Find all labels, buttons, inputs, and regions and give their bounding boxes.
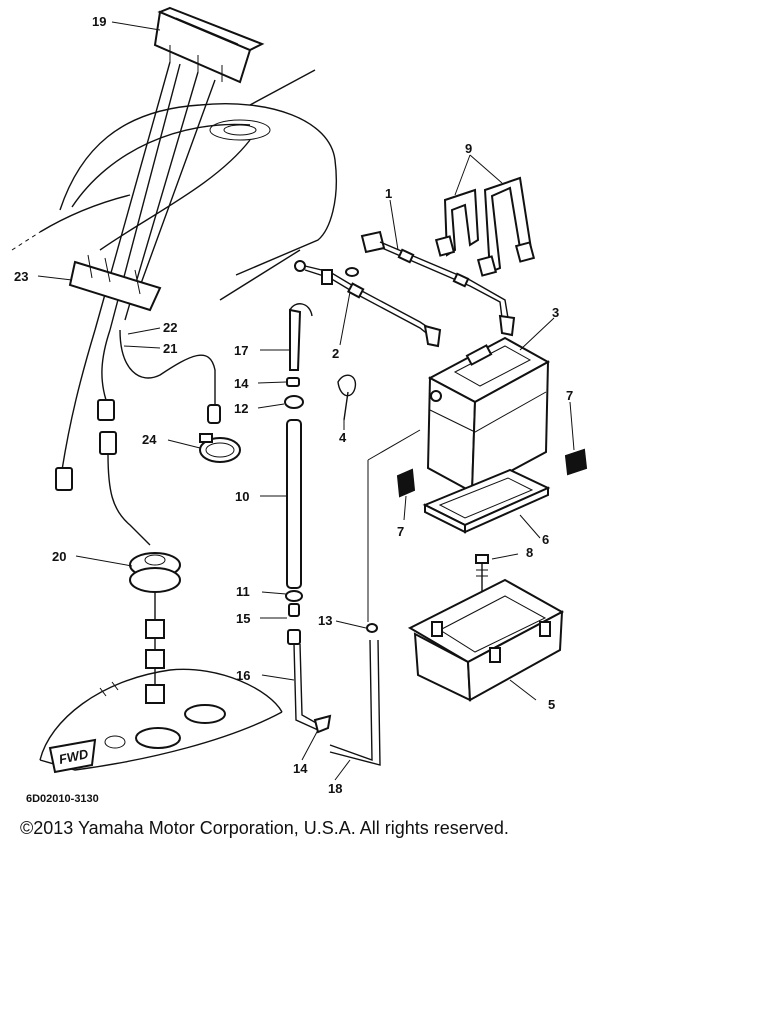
callout-3: 3 xyxy=(552,305,559,320)
callout-13: 13 xyxy=(318,613,332,628)
wiring-harness xyxy=(55,329,221,546)
callout-19: 19 xyxy=(92,14,106,29)
part-6-pad xyxy=(422,468,551,534)
callout-15: 15 xyxy=(236,611,250,626)
hose-column xyxy=(284,303,332,734)
callout-22: 22 xyxy=(163,320,177,335)
callout-10: 10 xyxy=(235,489,249,504)
part-1-cable xyxy=(360,230,516,337)
callout-23: 23 xyxy=(14,269,28,284)
hood-shell xyxy=(11,69,338,301)
callout-labels: 1 2 3 4 5 6 7 7 8 9 10 11 12 13 14 14 15… xyxy=(14,14,573,796)
callout-4: 4 xyxy=(339,430,347,445)
callout-21: 21 xyxy=(163,341,177,356)
callout-7a: 7 xyxy=(566,388,573,403)
part-24-clamp xyxy=(199,433,241,463)
callout-14a: 14 xyxy=(234,376,249,391)
callout-12: 12 xyxy=(234,401,248,416)
callout-17: 17 xyxy=(234,343,248,358)
callout-2: 2 xyxy=(332,346,339,361)
callout-5: 5 xyxy=(548,697,555,712)
diagram-code: 6D02010-3130 xyxy=(26,793,99,805)
callout-18: 18 xyxy=(328,781,342,796)
part-23-bracket xyxy=(68,254,162,312)
fwd-label: FWD xyxy=(58,746,91,767)
callout-24: 24 xyxy=(142,432,157,447)
parts-diagram: FWD xyxy=(11,6,588,805)
part-9-straps xyxy=(434,176,536,277)
callout-14b: 14 xyxy=(293,761,308,776)
leader-lines xyxy=(37,21,575,781)
part-2-cable xyxy=(294,260,442,348)
part-7-pads xyxy=(396,448,588,498)
callout-1: 1 xyxy=(385,186,392,201)
part-3-battery xyxy=(426,336,551,494)
part-5-battery-box xyxy=(407,578,565,702)
part-20-grommet xyxy=(129,552,181,704)
callout-6: 6 xyxy=(542,532,549,547)
part-4-clip xyxy=(337,374,357,421)
callout-16: 16 xyxy=(236,668,250,683)
callout-20: 20 xyxy=(52,549,66,564)
part-19-meter-cover xyxy=(153,6,265,84)
copyright-notice: ©2013 Yamaha Motor Corporation, U.S.A. A… xyxy=(20,818,509,838)
part-18-hose xyxy=(329,429,421,766)
deck-plate: FWD xyxy=(39,668,283,774)
callout-9: 9 xyxy=(465,141,472,156)
callout-7b: 7 xyxy=(397,524,404,539)
callout-8: 8 xyxy=(526,545,533,560)
callout-11: 11 xyxy=(236,584,250,599)
